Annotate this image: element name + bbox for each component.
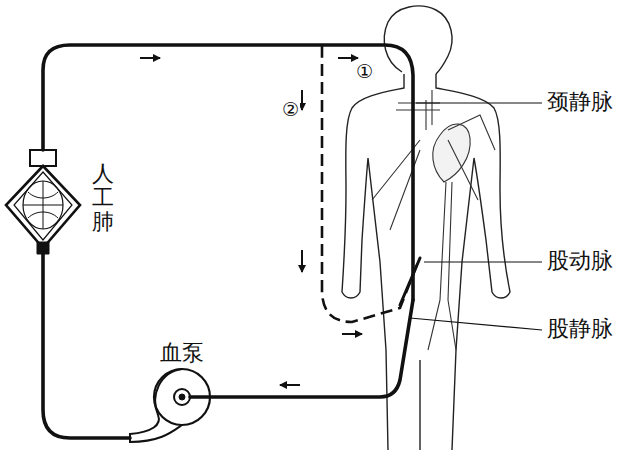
vessel-label: 股动脉 xyxy=(547,248,613,274)
blood-pump xyxy=(130,369,210,442)
vessel-label: 股静脉 xyxy=(547,316,613,342)
device-label: 血泵 xyxy=(160,340,204,366)
device-label: 人工肺 xyxy=(92,162,114,235)
leader-lines xyxy=(410,103,542,330)
callout-number: ② xyxy=(281,98,300,121)
callout-number: ① xyxy=(355,60,374,83)
vessel-label: 颈静脉 xyxy=(547,89,613,115)
body-outline xyxy=(342,6,510,450)
flow-arrows xyxy=(140,58,362,385)
artificial-lung xyxy=(6,150,80,254)
tubing xyxy=(43,45,420,438)
bypass-tube xyxy=(322,46,418,322)
